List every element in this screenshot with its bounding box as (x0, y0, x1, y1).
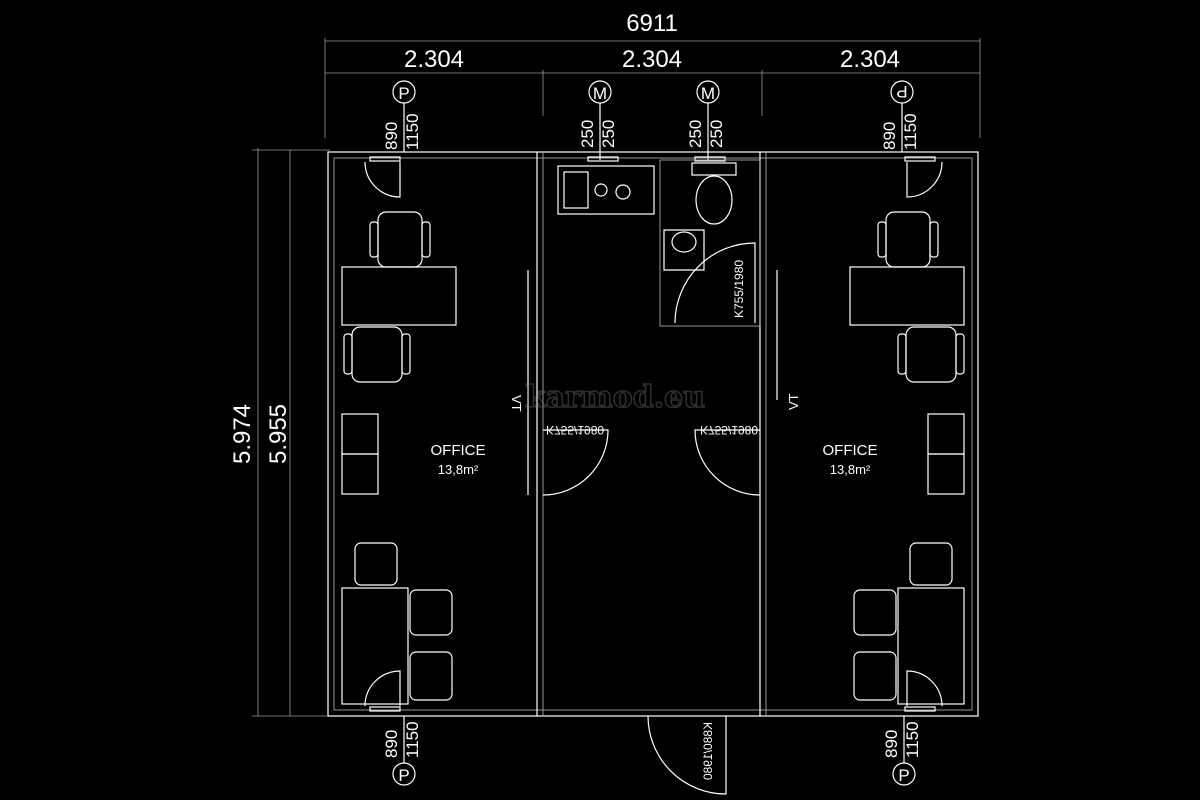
svg-text:1150: 1150 (403, 721, 422, 758)
svg-text:890: 890 (880, 122, 899, 150)
corridor-doors: K755/1980 K755/1980 K880/1980 VT VT (509, 393, 801, 795)
right-office-door-label: K755/1980 (700, 423, 758, 437)
module-width-label: 2.304 (404, 46, 464, 73)
svg-text:250: 250 (686, 120, 705, 148)
svg-text:karmod.eu: karmod.eu (525, 380, 705, 415)
marker-p: P 890 1150 (382, 80, 422, 152)
top-markers: P 890 1150 M 250 250 M 250 250 P 890 115… (382, 80, 920, 160)
room-area: 13,8m² (830, 462, 871, 477)
svg-text:890: 890 (382, 730, 401, 758)
svg-text:P: P (896, 82, 907, 101)
svg-text:890: 890 (882, 730, 901, 758)
svg-text:1150: 1150 (901, 113, 920, 150)
top-dimensions: 6911 2.304 2.304 2.304 (324, 10, 981, 138)
partition-label: VT (786, 393, 801, 410)
marker-p: P 890 1150 (882, 716, 922, 786)
left-office-door-label: K755/1980 (546, 423, 604, 437)
left-dimensions: 5.974 5.955 (229, 148, 330, 717)
svg-text:250: 250 (578, 120, 597, 148)
svg-text:1150: 1150 (903, 721, 922, 758)
svg-text:M: M (701, 84, 715, 103)
svg-text:1150: 1150 (403, 113, 422, 150)
marker-p: P 890 1150 (382, 716, 422, 786)
svg-text:M: M (593, 84, 607, 103)
entrance-door-label: K880/1980 (701, 722, 715, 780)
bottom-markers: P 890 1150 P 890 1150 (382, 716, 922, 786)
toilet-icon (691, 162, 737, 176)
svg-text:P: P (398, 766, 409, 785)
inner-depth-label: 5.955 (265, 404, 292, 464)
walls (327, 151, 979, 717)
room-labels: OFFICE 13,8m² OFFICE 13,8m² (431, 442, 878, 477)
right-office-furniture (849, 161, 965, 707)
sink-icon (557, 165, 655, 215)
total-width-label: 6911 (626, 10, 678, 37)
washbasin-icon (663, 229, 705, 271)
room-area: 13,8m² (438, 462, 479, 477)
room-name: OFFICE (823, 442, 878, 459)
kitchen-bathroom: K755/1980 (557, 159, 761, 327)
svg-text:P: P (398, 84, 409, 103)
marker-p: P 890 1150 (880, 80, 920, 152)
svg-text:250: 250 (707, 120, 726, 148)
svg-text:890: 890 (382, 122, 401, 150)
bathroom-door-label: K755/1980 (732, 260, 746, 318)
outer-depth-label: 5.974 (229, 404, 256, 464)
svg-text:P: P (898, 766, 909, 785)
left-office-furniture (341, 161, 457, 707)
marker-m: M 250 250 (578, 80, 618, 160)
svg-text:250: 250 (599, 120, 618, 148)
watermark-logo: karmod.eu (524, 379, 706, 416)
module-width-label: 2.304 (622, 46, 682, 73)
room-name: OFFICE (431, 442, 486, 459)
marker-m: M 250 250 (686, 80, 726, 160)
module-width-label: 2.304 (840, 46, 900, 73)
partition-label: VT (509, 395, 524, 412)
